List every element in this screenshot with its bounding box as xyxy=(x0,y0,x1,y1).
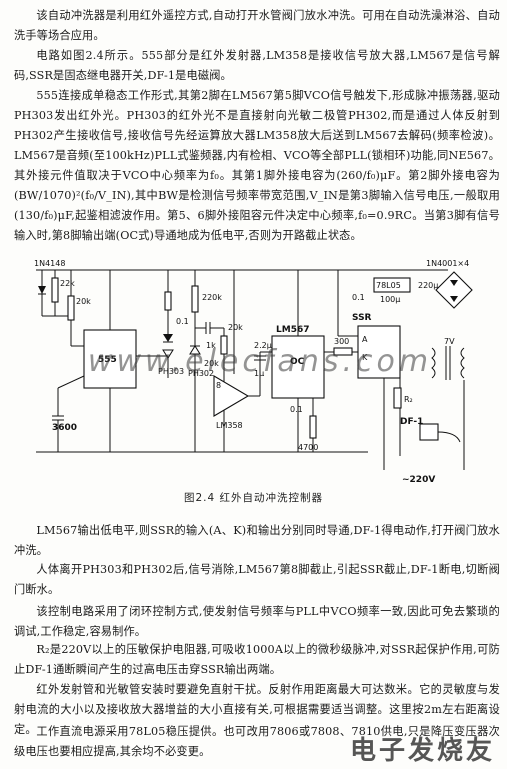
transformer-secondary-icon xyxy=(460,347,465,379)
resistor-r2 xyxy=(393,387,402,409)
label-20k: 20k xyxy=(76,297,91,306)
solenoid-valve-df1 xyxy=(419,423,439,441)
label-bridge: 1N4001×4 xyxy=(426,259,469,268)
resistor-220k xyxy=(191,285,199,313)
label-4700: 4700 xyxy=(298,443,318,452)
paragraph-installation: 红外发射管和光敏管安装时要避免直射干扰。反射作用距离最大可达数米。它的灵敏度与发… xyxy=(14,683,500,736)
label-ph303: PH303 xyxy=(158,367,184,376)
label-0-1-b: 0.1 xyxy=(290,405,303,414)
label-3600: 3600 xyxy=(52,423,77,433)
paragraph-intro: 该自动冲洗器是利用红外遥控方式,自动打开水管阀门放水冲洗。可用在自动洗澡淋浴、自… xyxy=(14,9,500,42)
resistor-4700 xyxy=(309,415,317,439)
brand-logo: 电子发烧友 xyxy=(349,736,495,766)
paragraph-555-operation: 555连接成单稳态工作形式,其第2脚在LM567第5脚VCO信号触发下,形成脉冲… xyxy=(14,89,500,242)
label-1k: 1k xyxy=(206,341,216,350)
water-outlet-icon xyxy=(437,431,461,443)
label-0-1-c: 0.1 xyxy=(352,293,365,302)
label-7v: 7V xyxy=(444,337,455,346)
paragraph-closed-loop: 该控制电路采用了闭环控制方式,使发射信号频率与PLL中VCO频率一致,因此可免去… xyxy=(14,605,500,638)
label-pin-a: A xyxy=(362,335,368,344)
paragraph-r2-protection: R₂是220V以上的压敏保护电阻器,可吸收1000A以上的微秒级脉冲,对SSR起… xyxy=(14,643,500,676)
paragraph-circuit-overview: 电路如图2.4所示。555部分是红外发射器,LM358是接收信号放大器,LM56… xyxy=(14,49,500,82)
label-22k: 22k xyxy=(60,279,75,288)
label-1u: 1μ xyxy=(254,369,264,378)
ph303-led-icon xyxy=(163,334,173,342)
label-ssr: SSR xyxy=(352,313,372,323)
bridge-rectifier-icon xyxy=(435,271,473,309)
label-oc: OC xyxy=(290,357,305,367)
watermark: www.elecfans.com xyxy=(87,344,433,379)
label-lm358: LM358 xyxy=(216,421,243,430)
label-2-2u: 2.2μ xyxy=(254,341,272,350)
paragraph-lm567-output: LM567输出低电平,则SSR的输入(A、K)和输出分别同时导通,DF-1得电动… xyxy=(14,524,500,557)
resistor-emitter xyxy=(164,291,172,311)
label-1n4148: 1N4148 xyxy=(34,259,65,268)
label-100u: 100μ xyxy=(380,295,400,304)
label-20k-c: 20k xyxy=(228,323,243,332)
label-lm567: LM567 xyxy=(276,325,309,335)
led-icon xyxy=(162,349,174,359)
label-220k: 220k xyxy=(202,293,222,302)
label-pin-k: K xyxy=(362,353,368,362)
resistor-20k xyxy=(67,295,75,321)
label-r2: R₂ xyxy=(404,395,413,404)
label-0-1-a: 0.1 xyxy=(176,317,189,326)
opamp-lm358-icon xyxy=(213,375,250,417)
label-555: 555 xyxy=(98,355,117,365)
label-pin8: 8 xyxy=(216,381,221,390)
label-20k-b: 20k xyxy=(204,359,219,368)
label-df1: DF-1 xyxy=(400,417,423,427)
ssr-relay xyxy=(357,325,401,379)
regulator-78l05 xyxy=(373,277,411,293)
circuit-diagram: 1N4148 22k 20k 555 xyxy=(28,256,483,488)
figure-caption: 图2.4 红外自动冲洗控制器 xyxy=(183,492,324,504)
label-78l05: 78L05 xyxy=(376,281,401,290)
paragraph-power-supply: 工作直流电源采用78L05稳压提供。也可改用7806或7808、7810供电,只… xyxy=(14,725,500,758)
label-300: 300 xyxy=(334,337,349,346)
label-ph302: PH302 xyxy=(188,369,214,378)
label-mains: ~220V xyxy=(402,475,435,485)
circuit-schematic-svg: 1N4148 22k 20k 555 xyxy=(34,259,473,485)
diode-1n4148-icon xyxy=(38,286,46,294)
paragraph-person-leaves: 人体离开PH303和PH302后,信号消除,LM567第8脚截止,引起SSR截止… xyxy=(14,563,500,596)
transformer-primary-icon xyxy=(431,347,436,379)
label-220u: 220μ xyxy=(418,281,438,290)
resistor-22k xyxy=(51,277,59,303)
